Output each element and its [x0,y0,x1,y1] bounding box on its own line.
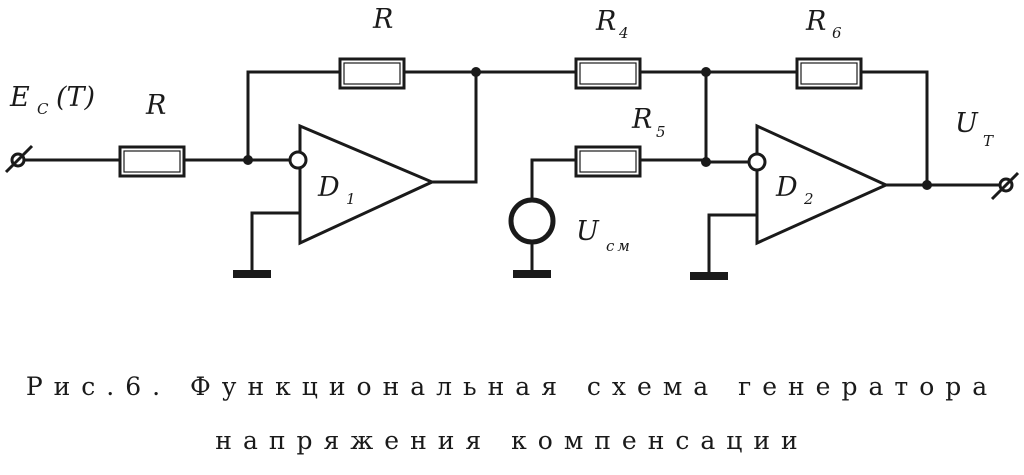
label-r-feedback: R [372,4,393,35]
junction-r4-r6 [701,67,711,77]
label-r6-sub: 6 [832,24,842,42]
resistor-r4 [574,57,642,90]
label-d1: D [317,172,340,203]
label-ucm-sub: см [606,237,633,255]
voltage-source-ucm [508,197,556,245]
label-r-input: R [145,90,166,121]
ground-d2 [690,272,728,280]
figure-caption-line1: Рис.6. Функциональная схема генератора [25,372,999,401]
label-output: U [955,108,979,139]
label-input-arg: (T) [56,82,95,113]
label-d2-sub: 2 [803,190,814,208]
junction-r5-d2 [701,157,711,167]
label-r4: R [595,6,616,37]
ground-source [513,270,551,278]
label-d1-sub: 1 [346,190,356,208]
label-r5: R [631,104,652,135]
junction-input [243,155,253,165]
junction-d1-out [471,67,481,77]
resistor-r-feedback [338,57,406,90]
label-input-e: E [9,82,30,113]
label-r6: R [805,6,826,37]
label-r4-sub: 4 [618,24,629,42]
wires [16,70,1008,277]
resistor-r5 [574,145,642,178]
figure-caption-line2: напряжения компенсации [215,426,809,455]
opamp-d1 [288,123,436,246]
ground-d1 [233,270,271,278]
label-input-sub: C [37,100,49,118]
opamp-d2 [747,123,890,246]
label-output-sub: T [983,132,994,150]
label-d2: D [775,172,798,203]
label-ucm: U [576,216,600,247]
junction-output [922,180,932,190]
resistor-r-input [118,145,186,178]
label-r5-sub: 5 [656,123,666,141]
resistor-r6 [795,57,863,90]
output-terminal [990,171,1020,201]
input-terminal [4,144,34,174]
